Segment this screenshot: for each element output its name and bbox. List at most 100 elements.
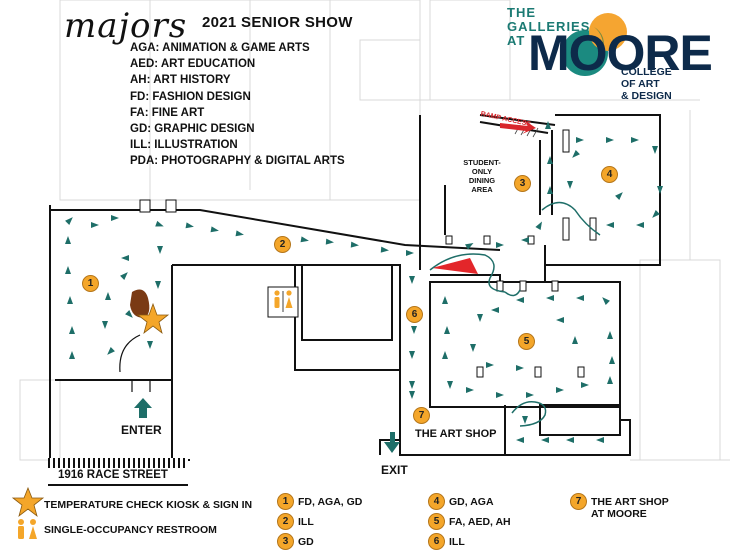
galleries-logo-mark [562,13,627,76]
route-arrow-icon [547,156,553,164]
route-arrow-icon [102,321,108,329]
route-arrow-icon [69,326,75,334]
route-arrow-icon [300,236,309,243]
route-arrow-icon [615,192,623,200]
dining-line-3: DINING [468,176,496,185]
route-arrow-icon [546,295,554,301]
route-arrow-icon [67,296,73,304]
logo-college: COLLEGE [621,66,672,78]
route-arrow-icon [526,392,534,398]
exit-label: EXIT [381,463,408,477]
logo-line-the: THE [507,5,536,20]
route-arrow-icon [125,310,133,318]
key-badge-4: 4 [428,493,445,510]
abbreviation-ah: AH: ART HISTORY [130,74,231,87]
route-arrow-icon [157,246,163,254]
route-arrow-icon [607,331,613,339]
key-badge-6: 6 [428,533,445,550]
route-arrow-icon [636,222,644,228]
enter-arrow-icon [134,398,152,418]
gallery-badge-1: 1 [82,275,99,292]
route-arrow-icon [444,326,450,334]
route-arrow-icon [477,314,483,322]
route-arrow-icon [442,351,448,359]
route-arrow-icon [107,347,115,355]
key-text-6: ILL [449,536,465,548]
route-arrow-icon [409,276,415,284]
restroom-key-label: SINGLE-OCCUPANCY RESTROOM [44,524,217,536]
key-text-4: GD, AGA [449,496,494,508]
key-text-2: ILL [298,516,314,528]
route-arrow-icon [516,437,524,443]
key-text-3: GD [298,536,314,548]
route-arrow-icon [581,382,589,388]
logo-college-text: COLLEGE OF ART & DESIGN [621,66,672,102]
route-arrow-icon [606,137,614,143]
abbreviation-aga: AGA: ANIMATION & GAME ARTS [130,42,310,54]
key-text-7-line-2: AT MOORE [591,508,647,520]
route-arrow-icon [65,266,71,274]
kiosk-star-icon [136,302,170,335]
key-badge-7: 7 [570,493,587,510]
route-arrow-icon [652,146,658,154]
route-arrow-icon [652,210,660,218]
logo-line-at: AT [507,33,526,48]
route-arrow-icon [65,217,73,225]
route-arrows [65,121,663,443]
route-arrow-icon [155,220,164,227]
route-arrow-icon [556,387,564,393]
route-arrow-icon [120,272,128,280]
route-arrow-icon [409,351,415,359]
route-arrow-icon [545,121,551,129]
map-restroom-icon [267,286,299,318]
route-arrow-icon [576,295,584,301]
key-text-7: THE ART SHOP AT MOORE [591,496,669,520]
route-arrow-icon [566,437,574,443]
route-arrow-icon [380,246,389,253]
route-arrow-icon [65,236,71,244]
route-arrow-icon [567,181,573,189]
route-arrow-icon [121,255,129,261]
route-curves [429,201,601,427]
logo-design: & DESIGN [621,90,672,102]
dining-area-label: STUDENT- ONLY DINING AREA [452,158,512,194]
route-arrow-icon [91,222,99,228]
entrance-door [119,334,151,392]
route-arrow-icon [547,186,553,194]
route-arrow-icon [607,376,613,384]
route-arrow-icon [596,437,604,443]
dining-line-2: ONLY [471,167,493,176]
route-arrow-icon [325,238,334,245]
route-arrow-icon [69,351,75,359]
route-arrow-icon [447,381,453,389]
route-arrow-icon [465,243,474,250]
street-label: 1916 RACE STREET [58,469,168,481]
logo-wordmark: MOORE [528,25,713,81]
route-arrow-icon [442,296,448,304]
route-arrow-icon [631,137,639,143]
gallery-badge-4: 4 [601,166,618,183]
route-arrow-icon [210,226,219,233]
key-text-5: FA, AED, AH [449,516,511,528]
dining-line-1: STUDENT- [463,158,501,167]
abbreviation-ill: ILL: ILLUSTRATION [130,139,238,152]
logo-of-art: OF ART [621,78,660,90]
route-arrow-icon [602,297,610,305]
route-arrow-icon [350,241,359,248]
route-arrow-icon [466,387,474,393]
route-arrow-icon [609,356,615,364]
gallery-badge-2: 2 [274,236,291,253]
abbreviation-aed: AED: ART EDUCATION [130,58,256,71]
abbreviation-gd: GD: GRAPHIC DESIGN [130,123,255,136]
route-arrow-icon [522,416,528,424]
art-shop-label: THE ART SHOP [415,428,497,440]
faint-background-plan [19,0,730,461]
route-arrow-icon [535,221,542,230]
route-arrow-icon [409,381,415,389]
route-arrow-icon [486,362,494,368]
reception-desk [130,289,150,318]
route-arrow-icon [521,237,529,243]
route-arrow-icon [111,215,119,221]
route-arrow-icon [541,437,549,443]
